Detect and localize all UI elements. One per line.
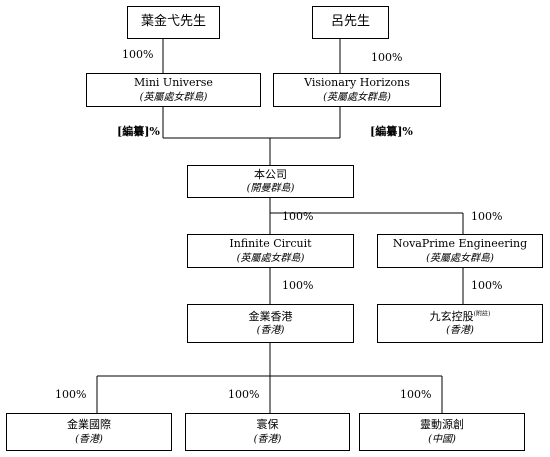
entity-name: 寰保 bbox=[256, 418, 279, 432]
pct-infinite-to-kingyip-hk: 100% bbox=[282, 279, 314, 292]
entity-name: 本公司 bbox=[254, 167, 287, 181]
entity-visionary-horizons: Visionary Horizons (英屬處女群島) bbox=[273, 73, 441, 107]
entity-huanbao: 寰保 (香港) bbox=[185, 413, 350, 451]
entity-name: 呂先生 bbox=[330, 14, 370, 30]
entity-jurisdiction: (英屬處女群島) bbox=[323, 91, 391, 103]
entity-name: 金業香港 bbox=[248, 309, 293, 323]
entity-name: 葉金弋先生 bbox=[140, 14, 206, 30]
entity-lingdong: 靈動源創 (中國) bbox=[359, 413, 525, 451]
pct-kingyip-hk-to-lingdong: 100% bbox=[400, 388, 432, 401]
entity-company: 本公司 (開曼群島) bbox=[187, 165, 354, 198]
entity-name: Mini Universe bbox=[134, 76, 213, 90]
entity-jurisdiction: (香港) bbox=[256, 325, 285, 337]
entity-jurisdiction: (英屬處女群島) bbox=[426, 252, 494, 264]
entity-name: 九玄控股 bbox=[429, 309, 474, 323]
entity-jurisdiction: (香港) bbox=[253, 433, 282, 445]
pct-company-to-infinite: 100% bbox=[282, 210, 314, 223]
entity-name: 金業國際 bbox=[67, 418, 111, 432]
entity-jurisdiction: (英屬處女群島) bbox=[139, 91, 208, 103]
pct-company-to-novaprime: 100% bbox=[471, 210, 503, 223]
entity-jiuxuan: 九玄控股(附註) (香港) bbox=[377, 304, 543, 343]
entity-name: NovaPrime Engineering bbox=[392, 237, 528, 251]
entity-name: Infinite Circuit bbox=[229, 237, 312, 251]
entity-novaprime: NovaPrime Engineering (英屬處女群島) bbox=[377, 234, 543, 268]
pct-novaprime-to-jiuxuan: 100% bbox=[471, 279, 503, 292]
entity-jurisdiction: (香港) bbox=[446, 325, 474, 337]
entity-kingyip-intl: 金業國際 (香港) bbox=[6, 413, 172, 451]
entity-name: 靈動源創 bbox=[420, 418, 464, 432]
entity-name-row: 九玄控股(附註) bbox=[430, 310, 491, 324]
pct-kingyip-hk-to-huanbao: 100% bbox=[228, 388, 260, 401]
entity-infinite-circuit: Infinite Circuit (英屬處女群島) bbox=[187, 234, 354, 268]
entity-jurisdiction: (英屬處女群島) bbox=[236, 252, 305, 264]
entity-ye-person: 葉金弋先生 bbox=[127, 6, 220, 39]
entity-jurisdiction: (中國) bbox=[428, 433, 456, 445]
pct-mini-to-company: [編纂]% bbox=[117, 125, 160, 138]
entity-mini-universe: Mini Universe (英屬處女群島) bbox=[86, 73, 261, 107]
pct-ye-to-mini: 100% bbox=[122, 48, 154, 61]
entity-note: (附註) bbox=[473, 310, 491, 318]
pct-lu-to-visionary: 100% bbox=[371, 51, 403, 64]
entity-name: Visionary Horizons bbox=[304, 76, 410, 90]
entity-lu-person: 呂先生 bbox=[312, 6, 389, 39]
pct-visionary-to-company: [編纂]% bbox=[370, 125, 413, 138]
entity-kingyip-hk: 金業香港 (香港) bbox=[187, 304, 354, 343]
entity-jurisdiction: (開曼群島) bbox=[246, 183, 295, 195]
entity-jurisdiction: (香港) bbox=[75, 433, 103, 445]
pct-kingyip-hk-to-intl: 100% bbox=[55, 388, 87, 401]
